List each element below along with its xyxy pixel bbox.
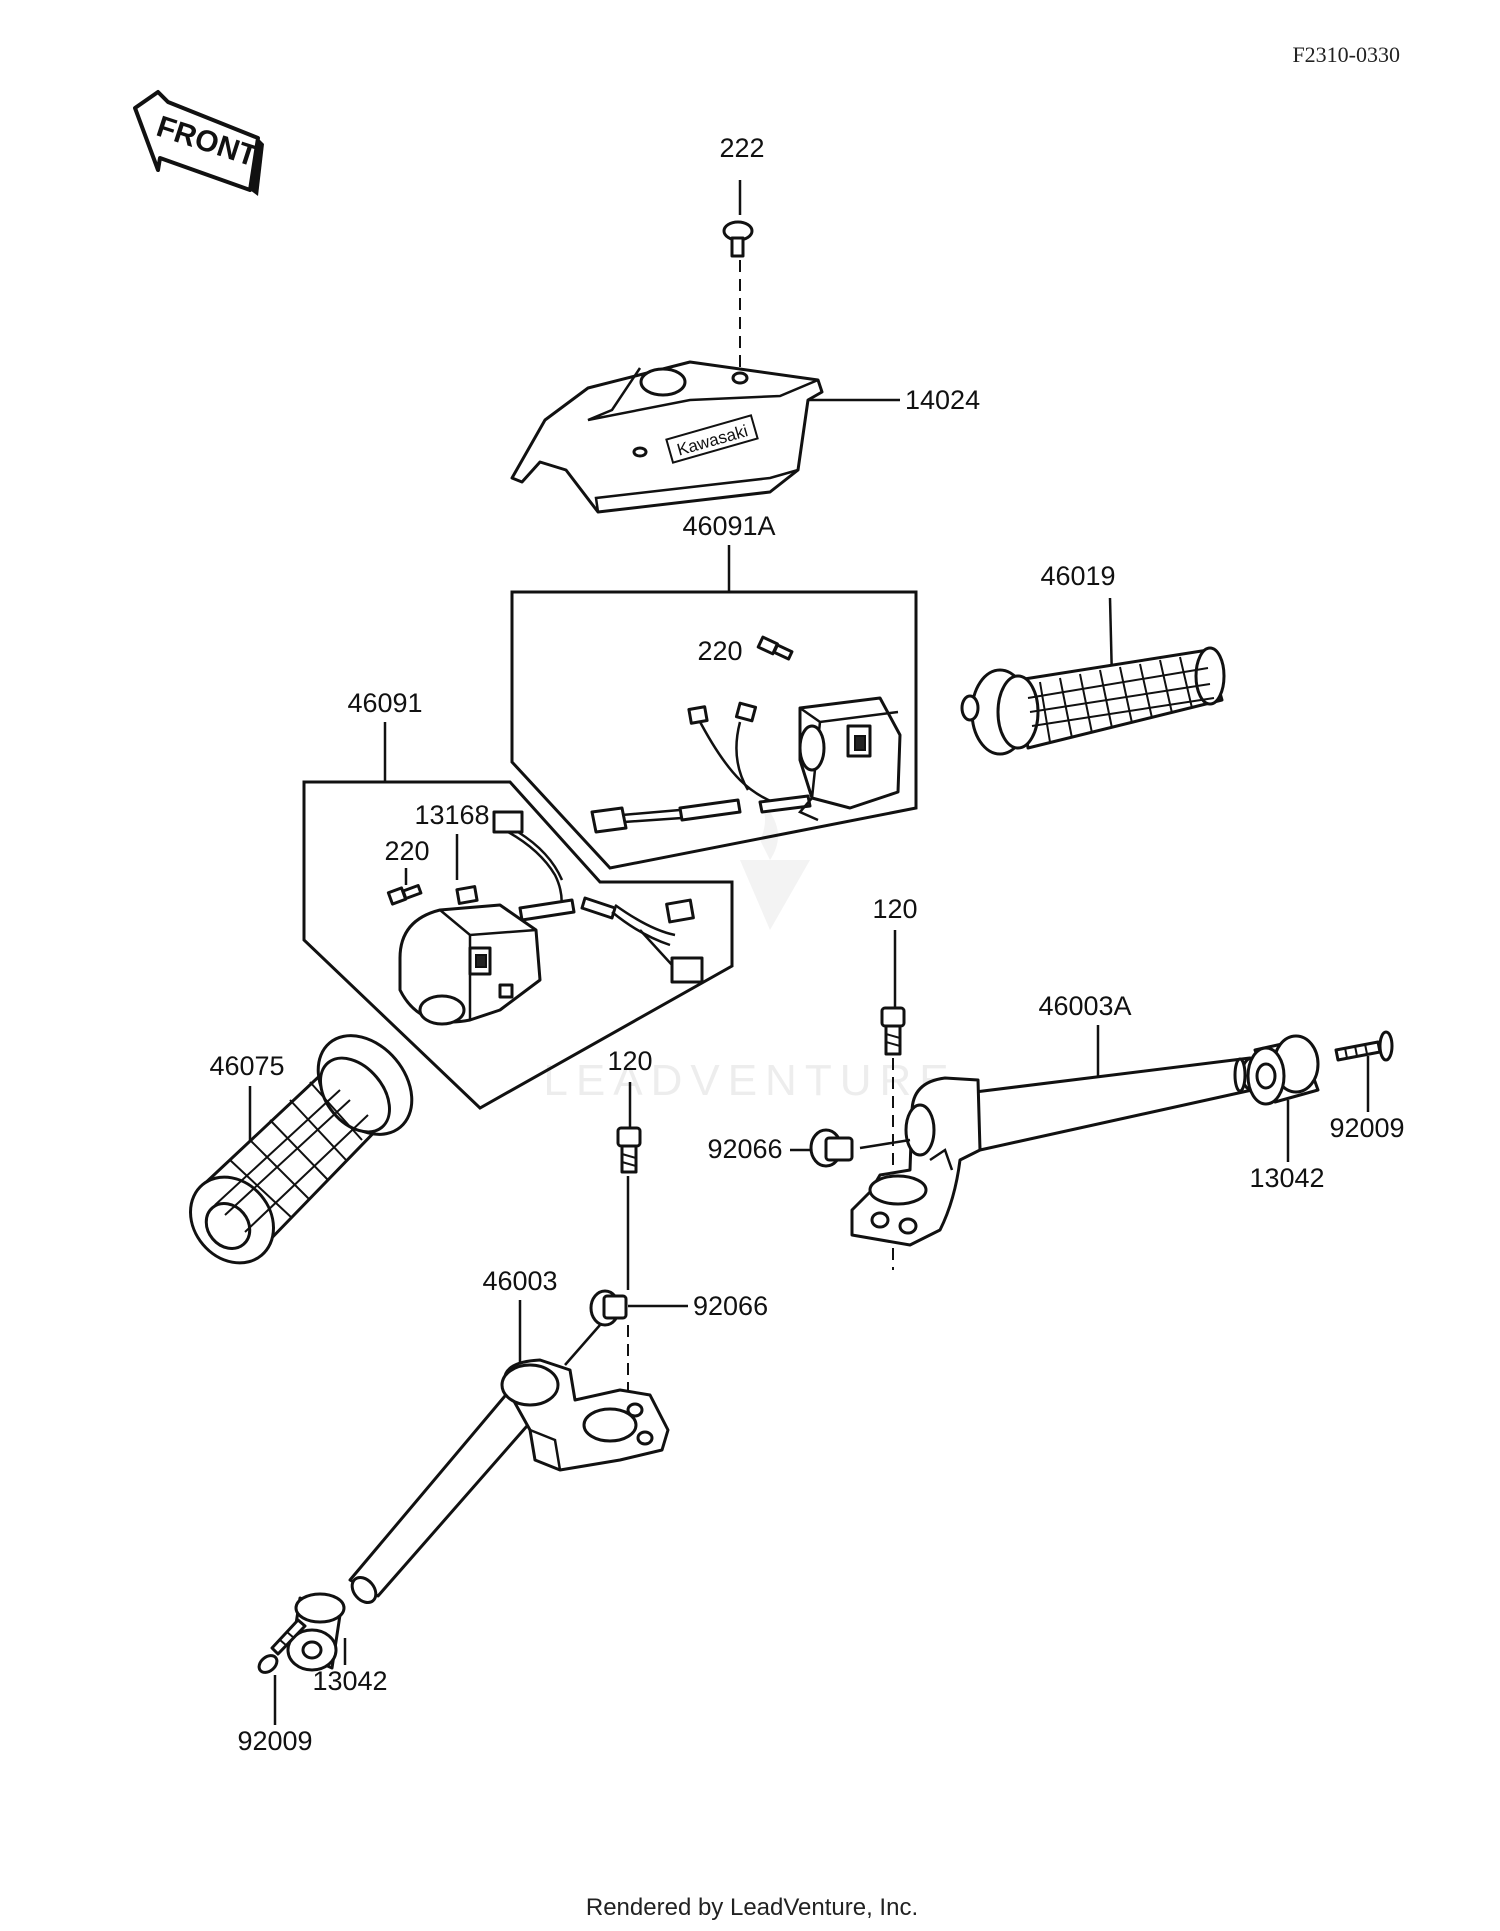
left-grip-46075 bbox=[189, 1034, 414, 1265]
callout-13042-right: 13042 bbox=[1249, 1163, 1324, 1193]
callout-46091A: 46091A bbox=[682, 511, 775, 541]
switch-assembly-box-46091A bbox=[510, 590, 918, 870]
callout-120-upper: 120 bbox=[872, 894, 917, 924]
callout-46075: 46075 bbox=[209, 1051, 284, 1081]
bar-end-13042-right bbox=[1246, 1034, 1320, 1106]
plug-92066-lower bbox=[564, 1289, 688, 1395]
bar-end-13042-left bbox=[286, 1592, 346, 1672]
top-cover-14024: Kawasaki bbox=[510, 360, 824, 514]
screw-220-left bbox=[386, 868, 423, 906]
bolt-120-lower bbox=[616, 1082, 642, 1290]
callout-220-right: 220 bbox=[697, 636, 742, 666]
footer-credit: Rendered by LeadVenture, Inc. bbox=[586, 1894, 918, 1921]
callout-13168: 13168 bbox=[414, 800, 489, 830]
left-handlebar-46003 bbox=[348, 1358, 670, 1605]
right-switch-housing bbox=[590, 696, 902, 834]
plug-92066-upper bbox=[809, 1128, 911, 1168]
front-arrow-icon: FRONT bbox=[133, 90, 264, 196]
left-switch-housing bbox=[398, 810, 704, 1026]
callout-13042-left: 13042 bbox=[312, 1666, 387, 1696]
callout-46091: 46091 bbox=[347, 688, 422, 718]
watermark-logo: LEADVENTURE bbox=[543, 800, 956, 1105]
callout-120-lower: 120 bbox=[607, 1046, 652, 1076]
screw-222 bbox=[722, 180, 754, 378]
screw-220-right bbox=[756, 635, 794, 661]
callout-46019: 46019 bbox=[1040, 561, 1115, 591]
callout-92066-upper: 92066 bbox=[707, 1134, 782, 1164]
callout-222: 222 bbox=[719, 133, 764, 163]
callout-46003A: 46003A bbox=[1038, 991, 1131, 1021]
callout-92009-left: 92009 bbox=[237, 1726, 312, 1756]
callout-92066-lower: 92066 bbox=[693, 1291, 768, 1321]
callout-46003: 46003 bbox=[482, 1266, 557, 1296]
switch-assembly-box-46091 bbox=[302, 780, 734, 1110]
watermark-text: LEADVENTURE bbox=[543, 1056, 956, 1105]
screw-92009-right bbox=[1334, 1030, 1394, 1062]
screw-92009-left bbox=[257, 1618, 307, 1674]
callout-14024: 14024 bbox=[905, 385, 980, 415]
callout-92009-right: 92009 bbox=[1329, 1113, 1404, 1143]
right-grip-46019 bbox=[960, 646, 1226, 756]
callout-220-left: 220 bbox=[384, 836, 429, 866]
diagram-code: F2310-0330 bbox=[1292, 42, 1400, 67]
